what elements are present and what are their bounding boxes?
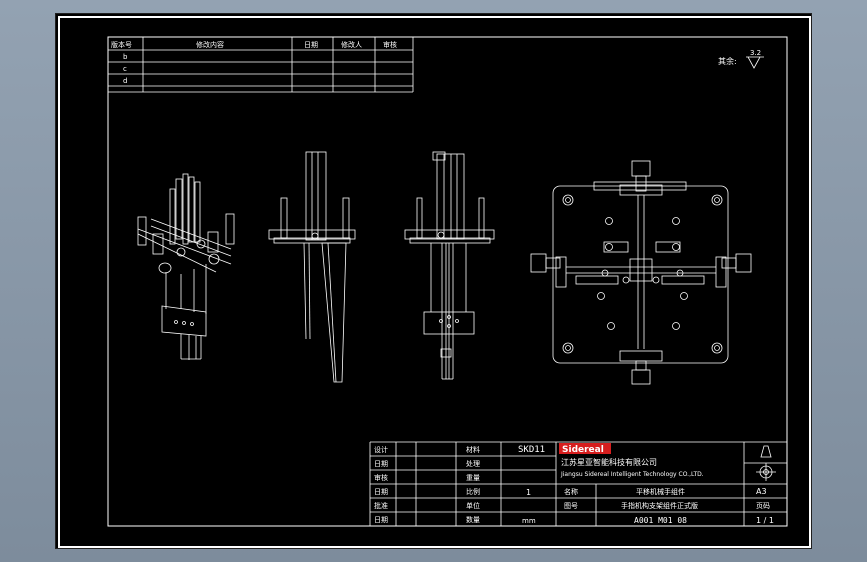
surface-finish-icon xyxy=(746,56,764,69)
sheet-label: 页码 xyxy=(756,502,770,510)
rev-row-c: c xyxy=(123,65,127,73)
drawing-number: A001 M01 08 xyxy=(634,516,687,525)
rev-row-b: b xyxy=(123,53,128,61)
tb-name-4: 单位 xyxy=(466,501,480,510)
tb-name-1: 处理 xyxy=(466,459,480,468)
company-logo-bg xyxy=(559,443,611,454)
revision-table xyxy=(108,37,414,93)
drawing-sheet: 版本号 修改内容 日期 修改人 审核 b c d 其余: 3.2 xyxy=(55,13,812,549)
sheet-size: A3 xyxy=(756,487,767,496)
company-en: Jiangsu Sidereal Intelligent Technology … xyxy=(560,471,704,478)
tb-name-5: 数量 xyxy=(466,515,480,524)
company-logo: Sidereal xyxy=(562,445,604,455)
inner-frame xyxy=(107,36,788,527)
tb-name-3: 比例 xyxy=(466,487,480,496)
rev-header-version: 版本号 xyxy=(111,40,132,49)
rev-header-editor: 修改人 xyxy=(341,40,362,49)
rev-header-content: 修改内容 xyxy=(196,40,224,49)
tb-name-2: 重量 xyxy=(466,474,480,482)
tb-label-0: 设计 xyxy=(374,445,388,454)
tb-label-4: 批准 xyxy=(374,501,388,510)
title-block-grid xyxy=(369,441,787,526)
front-view xyxy=(404,151,495,380)
company-cn: 江苏星亚智能科技有限公司 xyxy=(561,457,657,467)
material-value: SKD11 xyxy=(518,445,545,455)
top-view xyxy=(530,160,752,385)
rev-row-d: d xyxy=(123,77,127,85)
tb-label-1: 日期 xyxy=(374,460,388,468)
cad-drawing: 版本号 修改内容 日期 修改人 审核 b c d 其余: 3.2 xyxy=(58,16,811,548)
outer-frame xyxy=(58,16,811,548)
rev-header-review: 审核 xyxy=(383,40,397,49)
side-view xyxy=(268,151,356,383)
surface-finish-label: 其余: xyxy=(718,56,737,66)
tb-row-label-name: 名称 xyxy=(564,487,578,496)
projection-symbol-icon xyxy=(756,445,776,481)
rev-header-date: 日期 xyxy=(304,41,318,49)
scale-value: 1 xyxy=(526,488,531,497)
tb-label-3: 日期 xyxy=(374,488,388,496)
tb-label-5: 日期 xyxy=(374,516,388,524)
part-name: 手指机构支架组件正式版 xyxy=(621,501,698,510)
product-name: 平移机械手组件 xyxy=(636,487,685,496)
tb-label-2: 审核 xyxy=(374,473,388,482)
isometric-view xyxy=(137,173,235,360)
tb-row-label-number: 图号 xyxy=(564,502,578,510)
sheet-number: 1 / 1 xyxy=(756,516,774,525)
unit-value: mm xyxy=(522,517,536,525)
surface-finish-value: 3.2 xyxy=(750,49,761,57)
tb-name-0: 材料 xyxy=(466,445,480,454)
